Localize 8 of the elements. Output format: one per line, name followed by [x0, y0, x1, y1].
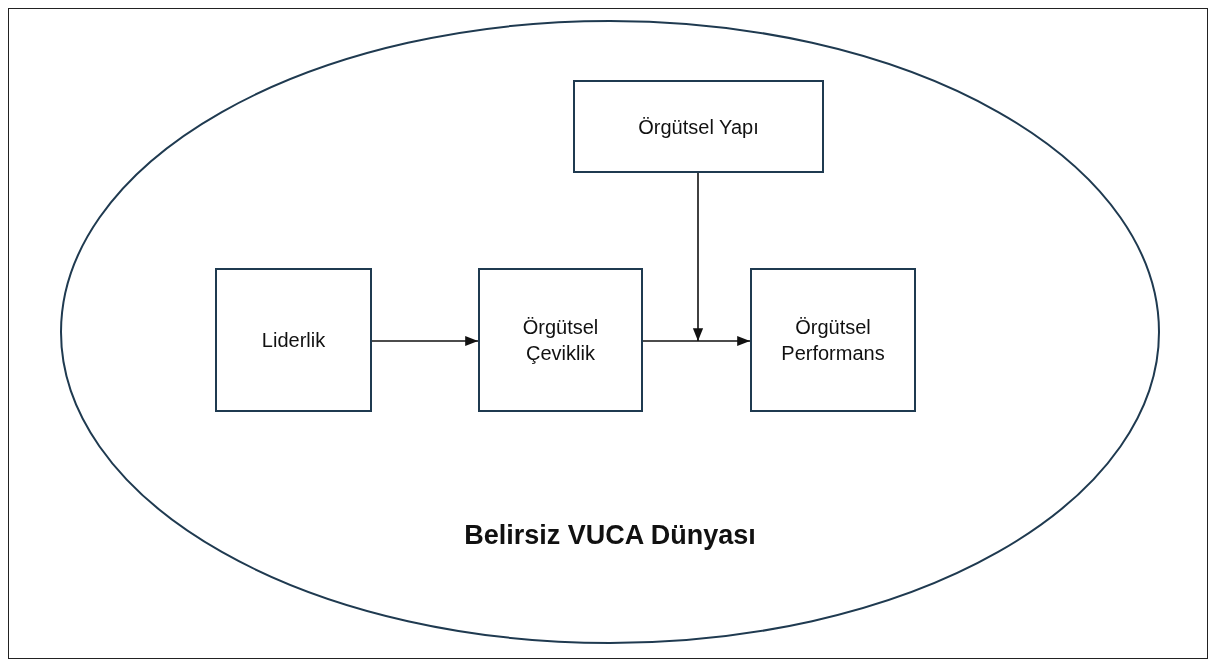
- process-box: Liderlik: [215, 268, 372, 412]
- process-box: Örgütsel Performans: [750, 268, 916, 412]
- arrow: [642, 335, 751, 347]
- arrow: [692, 172, 704, 342]
- heading: Belirsiz VUCA Dünyası: [464, 520, 756, 551]
- process-box: Örgütsel Yapı: [573, 80, 824, 173]
- process-box: Örgütsel Çeviklik: [478, 268, 643, 412]
- arrow: [371, 335, 479, 347]
